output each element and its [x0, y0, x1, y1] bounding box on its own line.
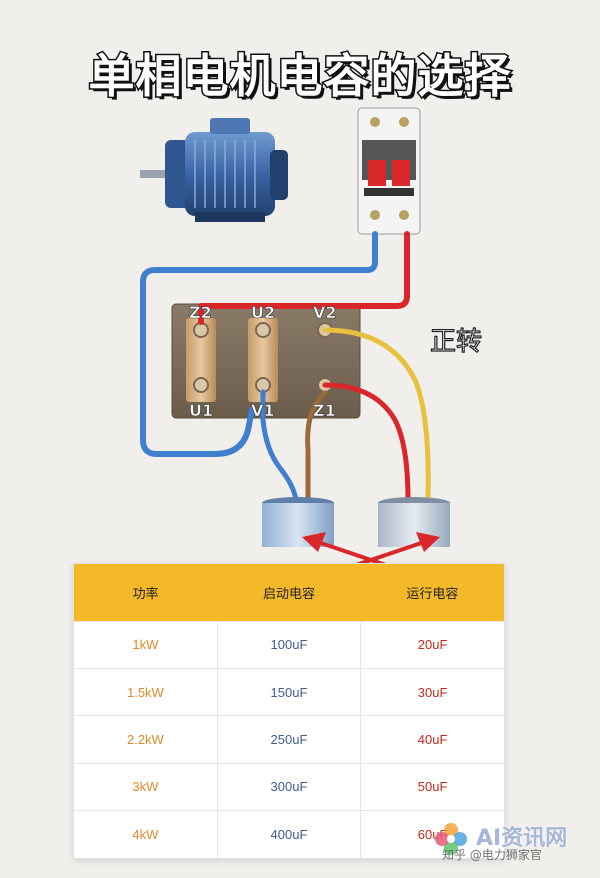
run-capacitor-icon: [378, 497, 450, 547]
cell-run-capacitor: 40uF: [360, 715, 504, 764]
watermark-sub-text: 知乎 @电力狮家官: [442, 848, 542, 862]
cell-power: 1.5kW: [74, 667, 218, 716]
red-wire-top: [198, 231, 410, 325]
cell-power: 3kW: [74, 762, 218, 811]
cell-power: 2.2kW: [74, 715, 218, 764]
blue-wire: [140, 231, 378, 457]
terminal-z2-label: Z2: [189, 303, 212, 322]
terminal-v2-label: V2: [313, 303, 337, 322]
terminal-v1-label: V1: [251, 401, 275, 420]
table-row: 1kW 100uF 20uF: [74, 620, 504, 669]
cell-start-capacitor: 100uF: [216, 620, 361, 669]
header-power: 功率: [74, 564, 218, 621]
red-wire-cap: [322, 382, 411, 503]
header-start-capacitor: 启动电容: [217, 564, 361, 621]
wires: [140, 231, 431, 503]
cell-start-capacitor: 150uF: [216, 667, 361, 716]
watermark-main-text: AI资讯网: [476, 826, 568, 851]
terminal-u2-label: U2: [251, 303, 275, 322]
table-row: 3kW 300uF 50uF: [74, 762, 504, 811]
blue-wire-cap: [260, 389, 299, 503]
terminal-z1-label: Z1: [313, 401, 336, 420]
watermark: AI资讯网 知乎 @电力狮家官: [432, 818, 592, 864]
motor-icon: [140, 118, 288, 222]
cell-run-capacitor: 30uF: [360, 667, 504, 716]
flower-logo-icon: [435, 823, 467, 855]
cell-start-capacitor: 250uF: [216, 715, 361, 764]
header-run-capacitor: 运行电容: [360, 564, 504, 621]
cell-start-capacitor: 300uF: [216, 762, 361, 811]
page-title: 单相电机电容的选择: [87, 48, 512, 105]
terminal-board: [171, 303, 361, 419]
cell-run-capacitor: 50uF: [360, 762, 504, 811]
brown-wire: [305, 390, 328, 503]
start-capacitor-icon: [262, 497, 334, 547]
table-row: 2.2kW 250uF 40uF: [74, 715, 504, 764]
yellow-wire: [322, 327, 431, 503]
cell-power: 4kW: [74, 810, 218, 858]
cell-run-capacitor: 20uF: [360, 620, 504, 669]
table-header-row: 功率 启动电容 运行电容: [74, 564, 504, 621]
capacitor-table: 功率 启动电容 运行电容 1kW 100uF 20uF 1.5kW 150uF …: [73, 563, 505, 859]
table-row: 1.5kW 150uF 30uF: [74, 667, 504, 716]
cell-start-capacitor: 400uF: [216, 810, 361, 858]
terminal-u1-label: U1: [189, 401, 213, 420]
circuit-breaker-icon: [357, 107, 421, 235]
rotation-label: 正转: [430, 327, 482, 357]
cell-power: 1kW: [74, 620, 218, 669]
